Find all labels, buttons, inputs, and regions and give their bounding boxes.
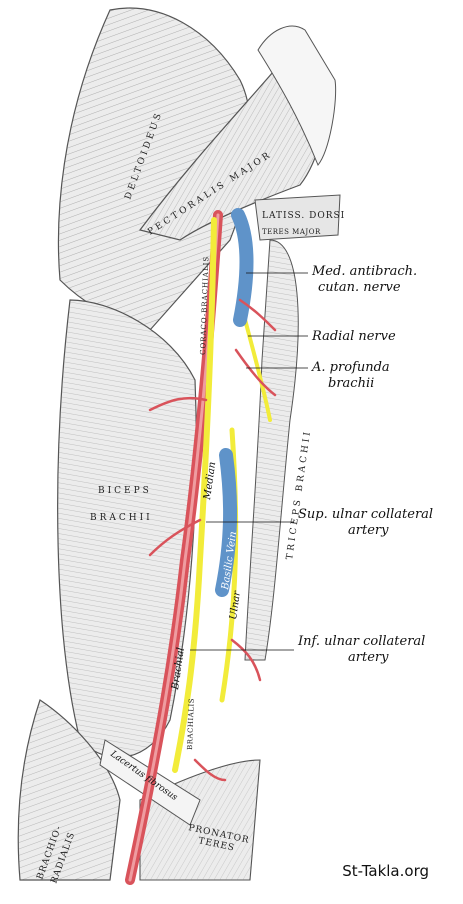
basilic-vein-lower	[215, 448, 238, 597]
label-median: Median	[202, 461, 218, 501]
basilic-vein-upper	[231, 208, 254, 327]
label-ulnar: Ulnar	[228, 589, 243, 620]
callout-inf-ulnar-2: artery	[348, 650, 389, 665]
arterial-branches	[148, 298, 277, 782]
callout-radial-nerve: Radial nerve	[311, 329, 396, 344]
label-biceps-1: BICEPS	[98, 486, 152, 496]
label-brachialis: BRACHIALIS	[186, 698, 196, 750]
callout-med-antibrach-2: cutan. nerve	[318, 280, 401, 295]
callout-profunda-2: brachii	[328, 376, 374, 391]
label-biceps-2: BRACHII	[90, 513, 153, 523]
label-latiss-dorsi: LATISS. DORSI	[262, 211, 345, 221]
median-nerve	[172, 217, 217, 773]
latissimus-teres-region	[254, 194, 341, 241]
callout-profunda-1: A. profunda	[311, 360, 390, 375]
pectoralis-cut-end	[257, 25, 337, 166]
watermark: St-Takla.org	[342, 862, 429, 880]
callout-inf-ulnar-1: Inf. ulnar collateral	[297, 634, 425, 649]
callout-med-antibrach-1: Med. antibrach.	[311, 264, 417, 279]
label-coraco-brachialis: CORACO-BRACHIALIS	[199, 256, 210, 355]
leader-lines	[190, 272, 308, 651]
callout-sup-ulnar-2: artery	[348, 523, 389, 538]
label-teres-major: TERES MAJOR	[262, 228, 321, 236]
callout-sup-ulnar-1: Sup. ulnar collateral	[298, 507, 433, 522]
label-triceps-brachii: TRICEPS BRACHII	[285, 429, 313, 561]
